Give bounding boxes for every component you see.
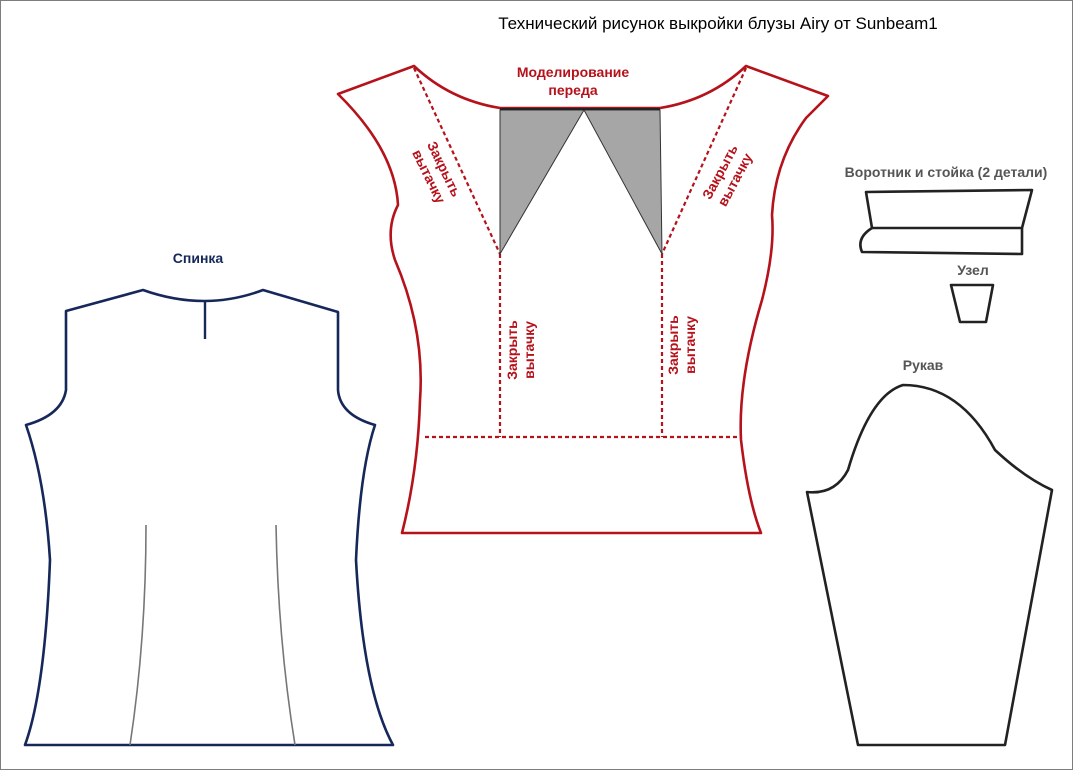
knot-outline [949,283,995,324]
back-left-seam [129,524,147,746]
front-label-line2: переда [548,82,597,98]
sleeve-outline [805,383,1054,747]
back-right-seam [275,524,296,746]
sleeve-label: Рукав [903,357,944,373]
svg-text:вытачку: вытачку [682,316,698,374]
knot-piece: Узел [949,262,995,324]
diagram-title: Технический рисунок выкройки блузы Airy … [498,14,938,33]
collar-label: Воротник и стойка (2 детали) [845,164,1048,180]
front-outline [336,64,830,535]
left-shoulder-dart-line [413,67,501,255]
collar-band-outline [859,226,1024,256]
right-vertical-dart-label: Закрыть вытачку [665,315,698,375]
sleeve-piece: Рукав [805,357,1054,747]
back-outline [23,288,395,747]
left-shoulder-dart-label: Закрыть вытачку [409,139,465,206]
left-vertical-dart-label: Закрыть вытачку [504,320,537,380]
collar-stand-outline [864,188,1034,230]
right-shoulder-dart-line [660,67,748,255]
svg-text:Закрыть: Закрыть [504,320,520,380]
left-neck-dart [499,109,585,256]
knot-label: Узел [957,262,988,278]
right-neck-dart [583,109,663,255]
svg-text:вытачку: вытачку [521,321,537,379]
back-piece: Спинка [23,250,395,747]
back-label: Спинка [173,250,224,266]
front-label-line1: Моделирование [517,64,630,80]
collar-piece: Воротник и стойка (2 детали) [845,164,1048,256]
front-piece: Моделирование переда Закрыть вытачку Зак… [336,64,830,535]
svg-text:Закрыть: Закрыть [665,315,681,375]
